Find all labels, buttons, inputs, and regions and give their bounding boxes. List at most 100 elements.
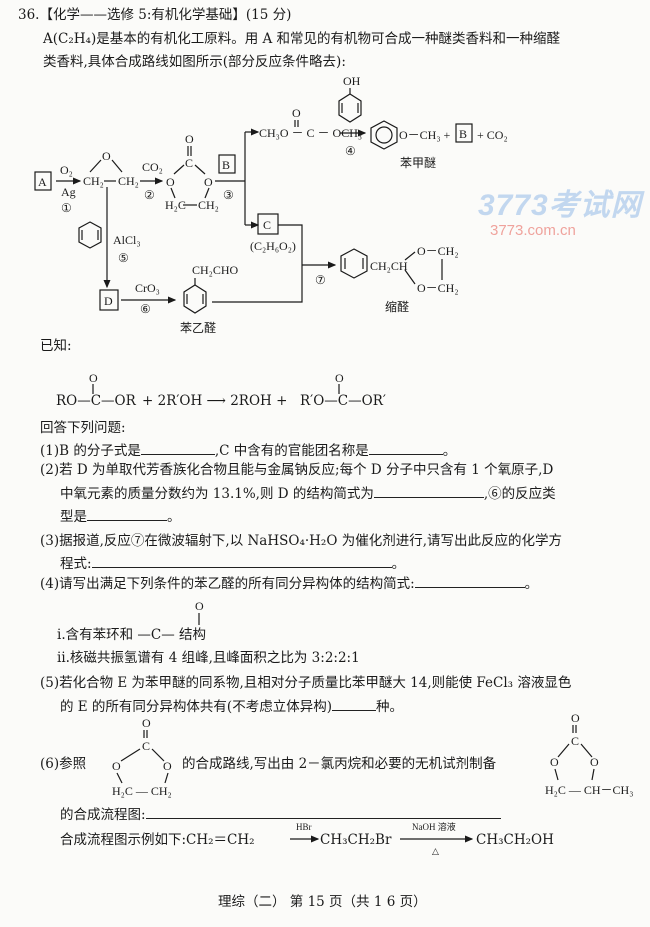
box-d [99,289,119,311]
diagram-label: 苯乙醛 [180,320,216,335]
benzene-ring-anisole [370,120,398,150]
box-c [257,213,279,235]
answer-blank[interactable] [87,507,167,521]
answer-blank[interactable] [373,484,484,498]
diagram-label: CH₂ [83,174,104,188]
diagram-label: HBr [296,822,312,832]
diagram-label: ⑤ [118,251,129,265]
answer-blank[interactable] [414,574,525,588]
diagram-label: CO₂ [142,160,163,174]
question-3-line-2: 程式:。 [60,554,406,572]
diagram-label: CH₂CH [370,259,408,273]
diagram-label: △ [432,846,439,856]
diagram-label: O [102,149,111,163]
diagram-label: O [204,175,213,189]
intro-line-2: 类香料,具体合成路线如图所示(部分反应条件略去): [43,54,346,70]
example-intermediate: CH₃CH₂Br [320,832,392,848]
answer-blank[interactable] [331,697,376,711]
question-2-line-2: 中氧元素的质量分数约为 13.1%,则 D 的结构简式为,⑥的反应类 [60,484,556,502]
diagram-label: O [571,711,580,725]
diagram-label: O₂ [60,163,73,177]
diagram-stroke [164,772,169,784]
diagram-label: ⑥ [140,302,151,316]
question-5-line-2: 的 E 的所有同分异构体共有(不考虑立体异构)种。 [60,697,403,715]
diagram-label: O－CH₂ [417,244,459,258]
known-eq-mid: + 2R′OH ⟶ 2ROH + [142,393,288,409]
diagram-label: ③ [223,188,234,202]
diagram-label: O [163,759,172,773]
diagram-label: D [104,294,113,308]
diagram-stroke [173,164,185,175]
diagram-stroke [194,164,206,175]
diagram-stroke [580,743,593,758]
diagram-label: ⑦ [315,273,326,287]
answer-blank[interactable] [91,554,392,568]
diagram-label: O [89,371,98,385]
known-eq-right: R′O—C—OR′ [300,393,386,409]
diagram-label: O [335,371,344,385]
answer-blank[interactable] [140,441,215,455]
box-a [34,171,52,191]
diagram-stroke [404,251,416,261]
diagram-label: CH₃O － C － OCH₃ [259,126,362,140]
diagram-label: 缩醛 [385,299,409,314]
diagram-stroke [89,159,102,173]
question-5-line-1: (5)若化合物 E 为苯甲醚的同系物,且相对分子质量比苯甲醚大 14,则能使 F… [40,675,572,691]
diagram-label: OH [343,74,361,88]
diagram-stroke [120,748,141,762]
diagram-label: B [222,158,230,172]
question-2-line-1: (2)若 D 为单取代芳香族化合物且能与金属钠反应;每个 D 分子中只含有 1 … [40,462,554,478]
cyclic-carbonate-structure-2: O C O O H₂C — CH－CH₃ [545,711,633,797]
diagram-label: NaOH 溶液 [412,821,456,832]
box-b-product [455,123,473,143]
diagram-stroke [204,187,210,199]
question-2-line-3: 型是。 [60,507,181,525]
diagram-label: O [166,175,175,189]
diagram-label: ① [61,201,72,215]
intro-line-1: A(C₂H₄)是基本的有机化工原料。用 A 和常见的有机物可合成一种醚类香料和一… [43,31,561,47]
phenol-ring [338,93,362,123]
diagram-label: O [142,716,151,730]
diagram-stroke [116,772,123,784]
diagram-label: H₂C [165,198,186,212]
question-6-flow: 的合成流程图: [60,805,501,824]
diagram-label: (C₂H₆O₂) [250,239,296,253]
diagram-stroke [170,187,176,199]
known-label: 已知: [40,338,72,354]
diagram-label: CrO₃ [135,281,160,295]
watermark-logo: 3773考试网 [478,189,642,222]
question-title: 36.【化学——选修 5:有机化学基础】(15 分) [18,7,292,23]
diagram-stroke [404,269,416,285]
benzene-ring-paa [183,284,207,314]
example-product: CH₃CH₂OH [476,832,554,848]
diagram-label: O [112,759,121,773]
diagram-label: ④ [345,144,356,158]
diagram-label: H₂C — CH－CH₃ [545,783,633,797]
diagram-label: 苯甲醚 [400,156,436,170]
diagram-stroke [111,159,123,173]
diagram-label: C [263,218,271,232]
diagram-stroke [557,743,570,758]
question-6-ref: (6)参照 [40,756,87,772]
answer-blank[interactable] [145,805,501,819]
diagram-label: C [142,739,150,753]
benzene-ring-acetal [340,248,368,279]
page-footer: 理综（二） 第 15 页（共 1 6 页） [218,894,427,910]
diagram-label: CH₂CHO [192,263,239,277]
answer-intro: 回答下列问题: [40,420,126,436]
diagram-stroke [212,224,303,303]
known-eq-left: RO—C—OR [56,393,136,409]
diagram-label: O－CH₃ + [399,128,451,142]
question-1: (1)B 的分子式是,C 中含有的官能团名称是。 [40,441,457,459]
watermark-url: 3773.com.cn [490,222,576,239]
question-4-condition-2: ⅱ.核磁共振氢谱有 4 组峰,且峰面积之比为 3:2:2:1 [57,650,360,666]
question-6-example: 合成流程图示例如下:CH₂＝CH₂ [60,832,255,848]
diagram-stroke [151,748,165,762]
diagram-label: + CO₂ [477,128,508,142]
diagram-stroke [554,768,559,781]
label-a: A [38,175,47,189]
diagram-label: ② [144,188,155,202]
diagram-label: B [459,127,467,141]
diagram-label: O－CH₂ [417,281,459,295]
answer-blank[interactable] [368,441,443,455]
